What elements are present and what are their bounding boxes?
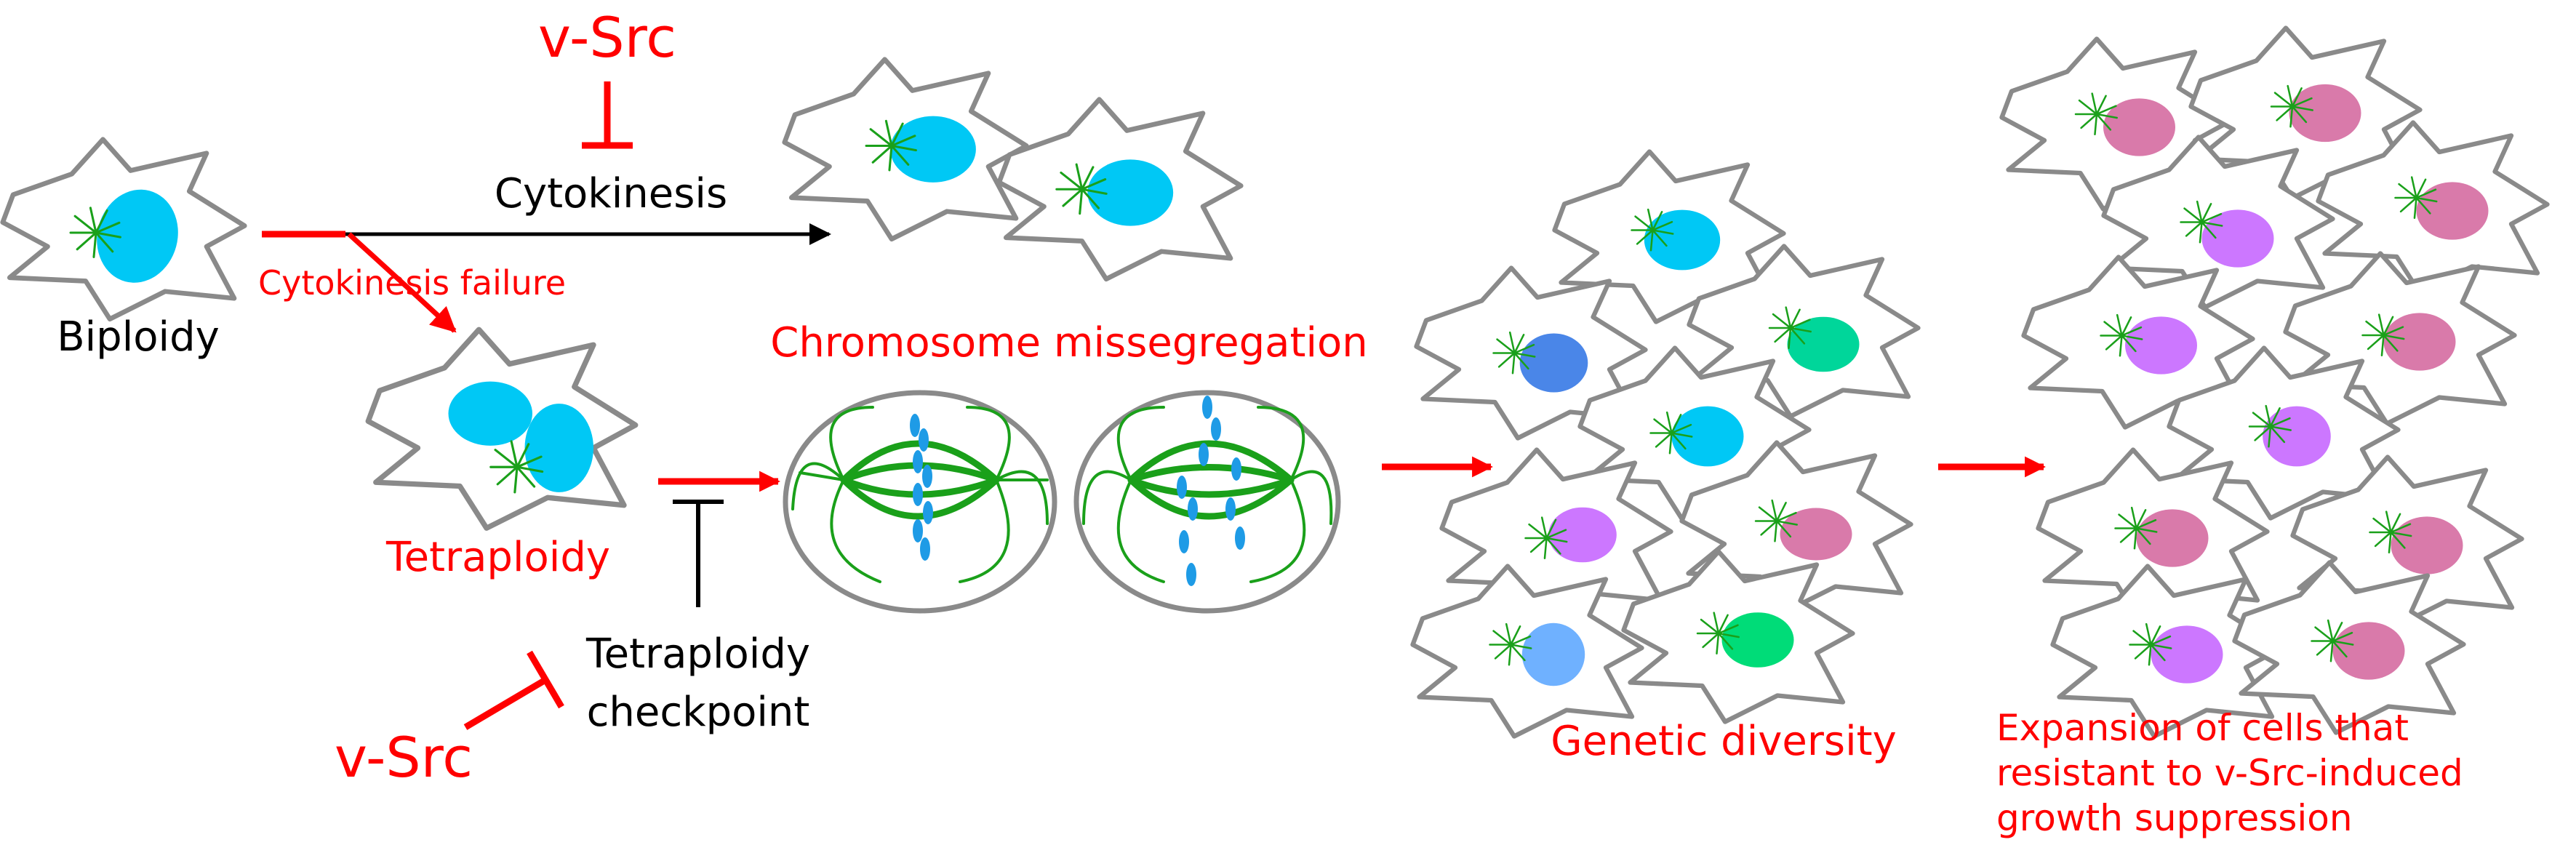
vsrc-bottom-inhibit-bar — [527, 650, 564, 709]
daughter-nucleus-1 — [890, 116, 976, 183]
checkpoint-label-line2: checkpoint — [587, 689, 810, 736]
mitotic-spindle-2 — [1073, 390, 1341, 614]
cytokinesis-failure-arrow — [347, 232, 457, 333]
biploidy-label: Biploidy — [57, 313, 220, 361]
expansion-label-line3: growth suppression — [1996, 797, 2353, 839]
diversity-cell-cluster — [1413, 152, 1919, 737]
tetraploid-nucleus-a — [448, 381, 532, 446]
biploid-cell — [3, 140, 245, 319]
cytokinesis-label: Cytokinesis — [495, 170, 727, 217]
vsrc-top-label: v-Src — [538, 5, 676, 70]
daughter-nucleus-2 — [1087, 159, 1174, 226]
expansion-label-line2: resistant to v-Src-induced — [1996, 752, 2463, 794]
vsrc-bottom-inhibit-stem — [463, 677, 548, 730]
genetic-diversity-label: Genetic diversity — [1551, 718, 1896, 765]
chromosome-missegregation-label: Chromosome missegregation — [770, 319, 1368, 367]
daughter-cell-2 — [999, 100, 1241, 279]
biploid-nucleus — [97, 189, 178, 283]
vsrc-bottom-label: v-Src — [335, 725, 473, 790]
expansion-cell-cluster — [2002, 28, 2548, 736]
checkpoint-label-line1: Tetraploidy — [585, 630, 810, 678]
tetraploid-cell — [368, 329, 636, 528]
tetraploidy-label: Tetraploidy — [385, 534, 610, 581]
daughter-cell-1 — [785, 60, 1027, 239]
tetraploid-nucleus-b — [524, 404, 593, 492]
cytokinesis-failure-label: Cytokinesis failure — [258, 263, 566, 303]
expansion-label-line1: Expansion of cells that — [1996, 707, 2409, 749]
mitotic-spindle-1 — [783, 390, 1057, 614]
